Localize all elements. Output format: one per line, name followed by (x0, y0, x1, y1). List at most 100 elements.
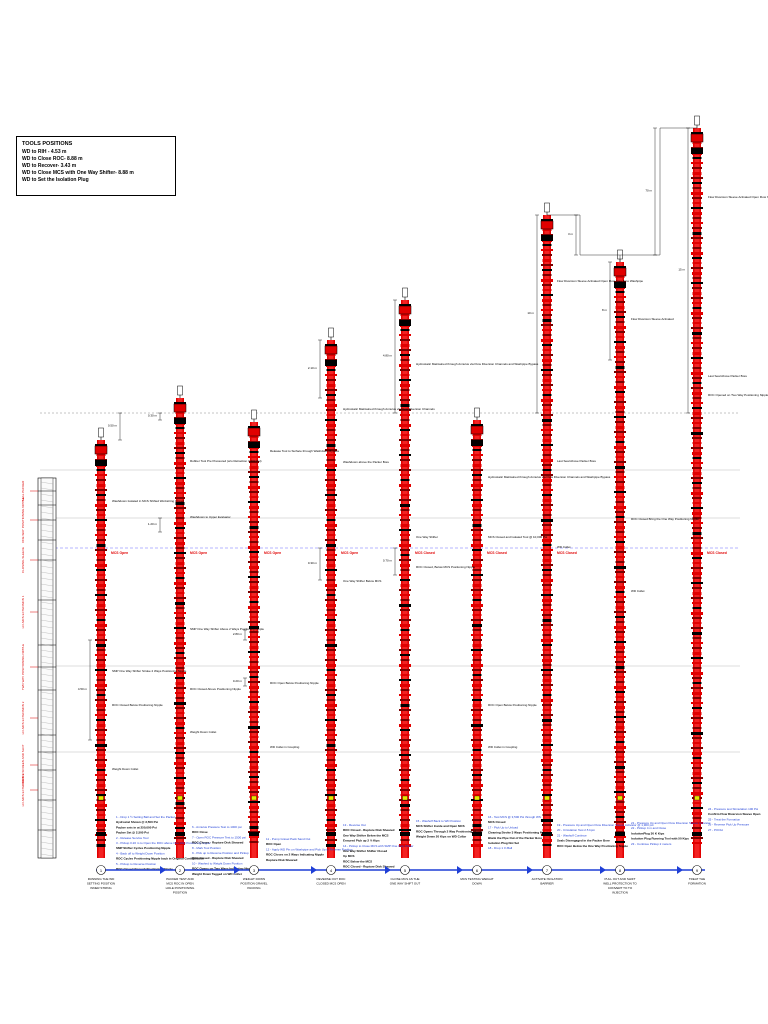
tool-string-segment (691, 777, 703, 779)
tool-string-segment (542, 299, 552, 302)
tool-string-segment (691, 552, 703, 555)
tool-string-shoe (326, 832, 336, 836)
left-completion-hatch (40, 847, 54, 851)
tool-string-segment (542, 629, 552, 631)
tool-string-segment (95, 594, 107, 596)
weight-down-collet (617, 795, 623, 801)
tool-string-segment (175, 487, 185, 489)
step-marker-circle (249, 865, 259, 875)
tool-string-segment (614, 386, 626, 389)
tool-string-segment (614, 806, 626, 809)
tool-string-segment (691, 282, 703, 284)
tool-string-segment (399, 544, 411, 547)
tool-string-segment (326, 424, 336, 427)
tool-string-segment (248, 471, 260, 473)
tool-string-segment (248, 726, 260, 729)
tool-string-segment (399, 514, 411, 516)
tool-string-segment (542, 344, 552, 346)
left-component-label: ORIFICE SCREEN AND SLOT (21, 744, 25, 785)
tool-string-segment (692, 232, 702, 235)
tool-string-segment (541, 579, 553, 582)
tool-string-segment (471, 604, 483, 607)
left-completion-hatch (40, 607, 54, 611)
tool-string-segment (175, 547, 185, 549)
mcs-status-label: MCS Open (190, 551, 207, 555)
tool-string-segment (399, 784, 411, 787)
tool-string-segment (400, 534, 410, 536)
tool-string-segment (471, 559, 483, 561)
tool-string-segment (249, 671, 259, 673)
step-text: 8 - Mark Tool Position (192, 846, 221, 850)
tool-string-segment (472, 804, 482, 807)
tool-string-segment (471, 454, 483, 456)
dimension-label: 4.80 m (383, 354, 393, 358)
left-completion-hatch (40, 835, 54, 839)
tool-string-segment (326, 409, 336, 411)
left-completion-hatch (40, 643, 54, 647)
tool-string-segment (692, 157, 702, 159)
tool-string-segment (692, 727, 702, 729)
tool-string-segment (174, 657, 186, 659)
tool-string-segment (615, 411, 625, 413)
left-completion-hatch (40, 583, 54, 587)
tool-string-segment (400, 824, 410, 827)
left-completion-hatch (40, 715, 54, 719)
tool-string-segment (471, 724, 483, 727)
tool-string-segment (95, 579, 107, 581)
tool-string-segment (326, 754, 336, 756)
tool-string-segment (175, 532, 185, 534)
tool-string-segment (400, 659, 410, 661)
tool-string-segment (400, 639, 410, 641)
tools-positions-item: WD to Recover- 3.43 m (22, 163, 77, 169)
tool-string-segment (542, 244, 552, 246)
tool-string-segment (249, 686, 259, 689)
tool-string-segment (541, 699, 553, 702)
tool-string-segment (326, 814, 336, 816)
tool-string-segment (175, 752, 185, 754)
tool-string-segment (542, 619, 552, 622)
tool-string-segment (691, 597, 703, 599)
tool-string-segment (325, 599, 337, 601)
tool-string-segment (399, 499, 411, 501)
tool-string-segment (326, 784, 336, 787)
step-text: 11 - Pump Gravel Pack Sand Out (266, 837, 310, 841)
tool-string-segment (400, 599, 410, 601)
tool-string-segment (399, 709, 411, 711)
tool-string-segment (472, 714, 482, 716)
tool-string-segment (692, 457, 702, 459)
tool-string-segment (174, 507, 186, 509)
step-caption: PACKING (247, 886, 261, 890)
tool-string-segment (400, 464, 410, 467)
tool-string-segment (175, 722, 185, 725)
tool-string-segment (175, 827, 185, 829)
tool-string-segment (614, 761, 626, 763)
tool-string-segment (325, 569, 337, 571)
tool-string-segment (691, 342, 703, 344)
tool-string-segment (615, 651, 625, 653)
tool-string-segment (541, 654, 553, 656)
tool-string-segment (542, 749, 552, 751)
step-marker: 6 (472, 865, 482, 875)
tool-string-segment (541, 219, 553, 222)
tool-string-segment (96, 704, 106, 707)
tool-string-segment (249, 611, 259, 613)
left-completion-hatch (40, 817, 54, 821)
tool-string-segment (96, 589, 106, 591)
tool-string-segment (542, 799, 552, 802)
tool-string-segment (175, 817, 185, 819)
tool-string-segment (471, 634, 483, 636)
tool-string-segment (614, 716, 626, 718)
progress-arrow-head (234, 866, 240, 874)
step-marker-circle (96, 865, 106, 875)
tool-string-segment (175, 497, 185, 499)
callout-text: Hydrostatic Maintained through Annulus v… (343, 407, 435, 411)
tool-string-segment (249, 586, 259, 589)
tool-string-segment (614, 731, 626, 733)
tool-string-segment (326, 504, 336, 507)
tool-string-segment (326, 454, 336, 456)
left-completion-hatch (40, 505, 54, 509)
tool-string-segment (615, 646, 625, 649)
tool-string-segment (541, 624, 553, 626)
tool-string-segment (471, 694, 483, 696)
tool-string-segment (249, 536, 259, 538)
